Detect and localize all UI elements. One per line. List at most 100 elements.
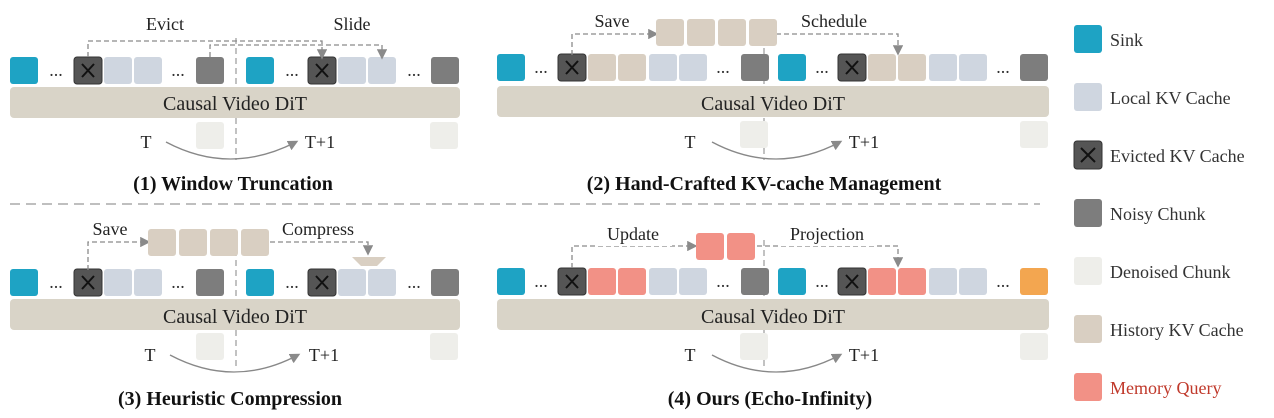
denoised-chunk [1020,121,1048,148]
save-arrow [87,236,151,270]
projection-label: Projection [790,224,864,244]
label-bg [326,10,380,36]
denoised-chunk [196,333,224,360]
sink-chunk [778,54,806,81]
sink-chunk [10,269,38,296]
panel-window-truncation: ............ Evict Slide Causal Video Di… [10,10,460,195]
time-t1-label: T+1 [849,345,879,365]
sink-chunk [497,54,525,81]
panel-echo-infinity: ............ Update Projection Causal Vi… [497,222,1049,410]
ellipsis: ... [534,271,548,291]
panel-title: (3) Heuristic Compression [118,388,342,410]
panel-title: (1) Window Truncation [133,173,333,195]
local-chunk [368,57,396,84]
history-chunk [749,19,777,46]
label-bg [792,8,876,32]
sink-chunk [778,268,806,295]
legend-item-memory: Memory Query [1074,373,1221,401]
legend-label: Local KV Cache [1110,88,1231,108]
save-arrow [571,28,659,55]
sink-chunk [246,269,274,296]
memory-query-chunk [696,233,724,260]
noisy-chunk [741,54,769,81]
x-mark-icon [81,63,95,78]
ellipsis: ... [716,57,730,77]
ellipsis: ... [49,60,63,80]
dit-bar [10,299,460,330]
x-mark-icon [565,60,579,75]
output-chunk [1020,268,1048,295]
panel-hand-crafted-kv: ............ Save Schedule Causal Video … [497,8,1049,195]
panel-heuristic-compression: ............ Save Compress Causal Video … [10,216,460,410]
dit-label: Causal Video DiT [701,306,845,328]
chunk-row: ............ [497,267,1048,296]
x-mark-icon [845,274,859,289]
legend-label: Evicted KV Cache [1110,146,1245,166]
schedule-arrow [776,33,904,56]
noisy-square-icon [1074,199,1102,227]
legend-item-sink: Sink [1074,25,1143,53]
time-t-label: T [145,345,156,365]
local-chunk [134,269,162,296]
history-chunk [148,229,176,256]
sink-chunk [10,57,38,84]
label-bg [778,222,876,246]
ellipsis: ... [815,57,829,77]
ellipsis: ... [171,272,185,292]
legend: Sink Local KV Cache Evicted KV Cache Noi… [1073,25,1245,401]
history-square-icon [1074,315,1102,343]
dit-bar [10,87,460,118]
noisy-chunk [431,269,459,296]
denoised-chunk [430,333,458,360]
projection-arrow [757,245,904,268]
legend-item-denoised: Denoised Chunk [1074,257,1231,285]
save-label: Save [93,219,128,239]
x-mark-icon [315,63,329,78]
history-chunk [618,54,646,81]
history-chunk [241,229,269,256]
noisy-chunk [196,269,224,296]
time-t1-label: T+1 [305,132,335,152]
noisy-chunk [1020,54,1048,81]
time-arrow [165,140,299,160]
ellipsis: ... [534,57,548,77]
label-bg [86,216,134,240]
compress-label: Compress [282,219,354,239]
ellipsis: ... [407,272,421,292]
ellipsis: ... [285,272,299,292]
time-t1-label: T+1 [309,345,339,365]
noisy-chunk [741,268,769,295]
ellipsis: ... [815,271,829,291]
local-chunk [338,57,366,84]
legend-item-evicted: Evicted KV Cache [1073,140,1245,170]
local-chunk [959,54,987,81]
panel-title: (4) Ours (Echo-Infinity) [668,388,872,410]
legend-label: History KV Cache [1110,320,1244,340]
time-arrow [711,140,843,160]
time-t1-label: T+1 [849,132,879,152]
label-bg [590,8,636,32]
dit-label: Causal Video DiT [163,93,307,115]
denoised-chunk [740,121,768,148]
ellipsis: ... [996,57,1010,77]
x-mark-icon [1080,147,1096,163]
noisy-chunk [431,57,459,84]
history-chunk [687,19,715,46]
dit-bar [497,86,1049,117]
local-chunk [104,269,132,296]
local-chunk [649,54,677,81]
history-chunk [588,54,616,81]
local-chunk [959,268,987,295]
label-bg [272,216,364,240]
legend-item-history: History KV Cache [1074,315,1244,343]
legend-label: Sink [1110,30,1143,50]
chunk-row: ............ [497,53,1048,82]
slide-arrow [209,44,388,60]
denoised-chunk [1020,333,1048,360]
denoised-chunk [430,122,458,149]
ellipsis: ... [171,60,185,80]
x-mark-icon [845,60,859,75]
dit-label: Causal Video DiT [701,93,845,115]
local-chunk [134,57,162,84]
